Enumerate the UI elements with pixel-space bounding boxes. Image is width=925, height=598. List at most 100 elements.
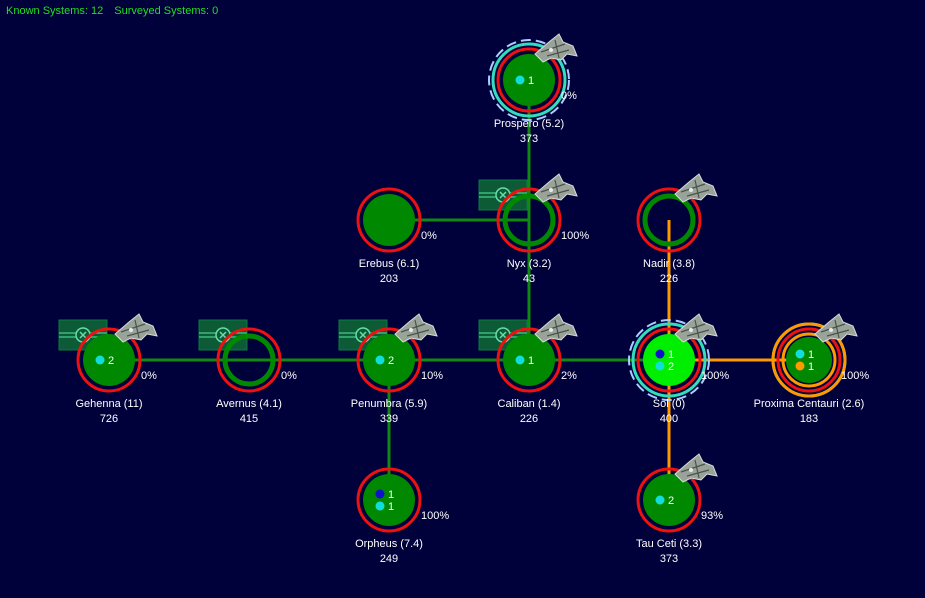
system-population: 339 — [380, 413, 398, 425]
ownership-ring — [356, 327, 422, 393]
ownership-ring — [636, 327, 702, 393]
fleet-dot-blue — [655, 349, 665, 359]
system-name: Gehenna (11) — [75, 398, 142, 410]
inner-orange-ring — [781, 332, 837, 388]
fleet-ship-icon[interactable] — [534, 173, 578, 203]
ownership-ring — [636, 187, 702, 253]
planet — [503, 54, 555, 106]
survey-percent: 100% — [561, 230, 589, 242]
system-population: 183 — [800, 413, 818, 425]
system-name: Penumbra (5.9) — [351, 398, 427, 410]
fleet-dot-cyan — [655, 361, 665, 371]
system-nadir[interactable]: Nadir (3.8)226 — [636, 173, 718, 285]
ownership-ring — [496, 327, 562, 393]
fleet-count: 1 — [388, 489, 394, 501]
fleet-ship-icon[interactable] — [674, 173, 718, 203]
system-population: 373 — [660, 553, 678, 565]
ownership-ring — [216, 327, 282, 393]
survey-dashed-ring — [488, 39, 570, 121]
system-sol[interactable]: 12 100% Sol (0) 400 — [628, 313, 729, 425]
planet-hollow — [642, 193, 696, 247]
fleet-dot-cyan — [515, 355, 525, 365]
cyan-ring — [491, 42, 567, 118]
planet — [363, 334, 415, 386]
fleet-count: 1 — [528, 355, 534, 367]
fleet-count: 1 — [388, 501, 394, 513]
fleet-ship-icon[interactable] — [674, 313, 718, 343]
survey-percent: 0% — [281, 370, 297, 382]
planet-hollow — [222, 333, 276, 387]
planet-hollow — [502, 193, 556, 247]
system-penumbra[interactable]: 2 10% Penumbra (5.9) 339 — [338, 313, 443, 425]
fleet-ship-icon[interactable] — [674, 453, 718, 483]
ownership-ring — [496, 187, 562, 253]
fleet-ship-icon[interactable] — [394, 313, 438, 343]
survey-percent: 0% — [141, 370, 157, 382]
survey-percent: 0% — [421, 230, 437, 242]
planet — [643, 334, 695, 386]
fleet-ship-icon[interactable] — [814, 313, 858, 343]
system-name: Prospero (5.2) — [494, 118, 564, 130]
fleet-count: 2 — [668, 495, 674, 507]
fleet-dot-cyan — [655, 495, 665, 505]
system-population: 249 — [380, 553, 398, 565]
system-name: Tau Ceti (3.3) — [636, 538, 702, 550]
system-nyx[interactable]: 100%Nyx (3.2)43 — [478, 173, 589, 285]
fleet-count: 2 — [668, 361, 674, 373]
system-population: 43 — [523, 273, 535, 285]
survey-percent: 2% — [561, 370, 577, 382]
system-name: Sol (0) — [653, 398, 685, 410]
cyan-ring — [631, 322, 707, 398]
system-name: Proxima Centauri (2.6) — [754, 398, 865, 410]
planet — [643, 474, 695, 526]
system-population: 400 — [660, 413, 678, 425]
system-population: 726 — [100, 413, 118, 425]
system-name: Erebus (6.1) — [359, 258, 420, 270]
survey-dashed-ring — [628, 319, 710, 401]
orange-ring — [771, 322, 847, 398]
fleet-dot-cyan — [375, 501, 385, 511]
fleet-count: 1 — [528, 75, 534, 87]
system-avernus[interactable]: 0% Avernus (4.1) 415 — [198, 319, 297, 425]
survey-percent: 100% — [421, 510, 449, 522]
ownership-ring — [76, 327, 142, 393]
survey-percent: 10% — [421, 370, 443, 382]
system-caliban[interactable]: 12%Caliban (1.4)226 — [478, 313, 578, 425]
fleet-ship-icon[interactable] — [114, 313, 158, 343]
fleet-count: 2 — [388, 355, 394, 367]
ownership-ring — [496, 47, 562, 113]
jump-links — [109, 80, 809, 500]
survey-percent: 100% — [701, 370, 729, 382]
planet — [363, 194, 415, 246]
fleet-dot-orange — [795, 361, 805, 371]
system-name: Avernus (4.1) — [216, 398, 282, 410]
system-gehenna[interactable]: 2 0% Gehenna (11) 726 — [58, 313, 158, 425]
known-systems-label: Known Systems: 12 — [6, 5, 104, 17]
system-orpheus[interactable]: 11 100% Orpheus (7.4) 249 — [355, 467, 449, 565]
fleet-count: 1 — [808, 349, 814, 361]
status-bar: Known Systems: 12 Surveyed Systems: 0 — [6, 5, 226, 17]
system-name: Orpheus (7.4) — [355, 538, 423, 550]
system-population: 415 — [240, 413, 258, 425]
fleet-ship-icon[interactable] — [534, 33, 578, 63]
ownership-ring — [356, 467, 422, 533]
ownership-ring — [776, 327, 842, 393]
fleet-dot-cyan — [95, 355, 105, 365]
fleet-count: 2 — [108, 355, 114, 367]
system-population: 373 — [520, 133, 538, 145]
fleet-count: 1 — [808, 361, 814, 373]
system-prospero[interactable]: 10%Prospero (5.2)373 — [488, 33, 578, 145]
planet — [503, 334, 555, 386]
fleet-ship-icon[interactable] — [534, 313, 578, 343]
fleet-count: 1 — [668, 349, 674, 361]
survey-percent: 100% — [841, 370, 869, 382]
system-tau-ceti[interactable]: 293%Tau Ceti (3.3)373 — [636, 453, 723, 565]
system-population: 226 — [520, 413, 538, 425]
system-name: Nadir (3.8) — [643, 258, 695, 270]
fleet-dot-cyan — [375, 355, 385, 365]
system-proxima[interactable]: 11 100% Proxima Centauri (2.6) 183 — [754, 313, 870, 425]
planet — [363, 474, 415, 526]
planet — [786, 337, 832, 383]
system-erebus[interactable]: 0%Erebus (6.1)203 — [356, 187, 437, 285]
